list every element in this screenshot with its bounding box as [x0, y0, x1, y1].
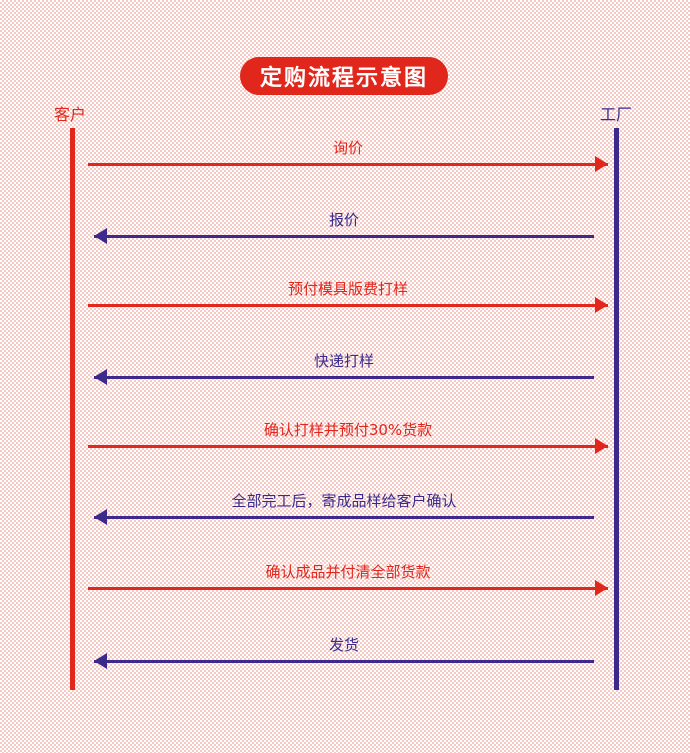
message-row: 确认成品并付清全部货款 — [88, 561, 608, 601]
arrow-right-icon — [595, 297, 608, 313]
message-line — [88, 587, 608, 590]
actor-label-customer: 客户 — [54, 105, 87, 124]
message-row: 询价 — [88, 137, 608, 177]
lifeline-customer — [70, 128, 75, 690]
message-label: 确认成品并付清全部货款 — [265, 563, 431, 581]
arrow-left-icon — [94, 228, 107, 244]
message-line — [94, 660, 594, 663]
message-line — [88, 445, 608, 448]
arrow-right-icon — [595, 438, 608, 454]
message-label: 预付模具版费打样 — [287, 280, 408, 298]
arrow-left-icon — [94, 509, 107, 525]
message-row: 报价 — [94, 209, 594, 249]
message-line — [94, 376, 594, 379]
arrow-left-icon — [94, 653, 107, 669]
message-label: 报价 — [328, 211, 359, 229]
message-line — [94, 235, 594, 238]
message-row: 预付模具版费打样 — [88, 278, 608, 318]
actor-label-factory: 工厂 — [600, 105, 633, 124]
message-row: 全部完工后，寄成品样给客户确认 — [94, 490, 594, 530]
message-row: 发货 — [94, 634, 594, 674]
arrow-right-icon — [595, 580, 608, 596]
message-line — [88, 163, 608, 166]
message-label: 快递打样 — [313, 352, 374, 370]
message-row: 确认打样并预付30%货款 — [88, 419, 608, 459]
lifeline-factory — [614, 128, 619, 690]
message-line — [94, 516, 594, 519]
message-label: 确认打样并预付30%货款 — [263, 421, 433, 439]
message-row: 快递打样 — [94, 350, 594, 390]
message-label: 发货 — [328, 636, 359, 654]
message-line — [88, 304, 608, 307]
arrow-left-icon — [94, 369, 107, 385]
message-label: 询价 — [332, 139, 363, 157]
diagram-title: 定购流程示意图 — [240, 57, 448, 95]
message-label: 全部完工后，寄成品样给客户确认 — [231, 492, 457, 510]
arrow-right-icon — [595, 156, 608, 172]
